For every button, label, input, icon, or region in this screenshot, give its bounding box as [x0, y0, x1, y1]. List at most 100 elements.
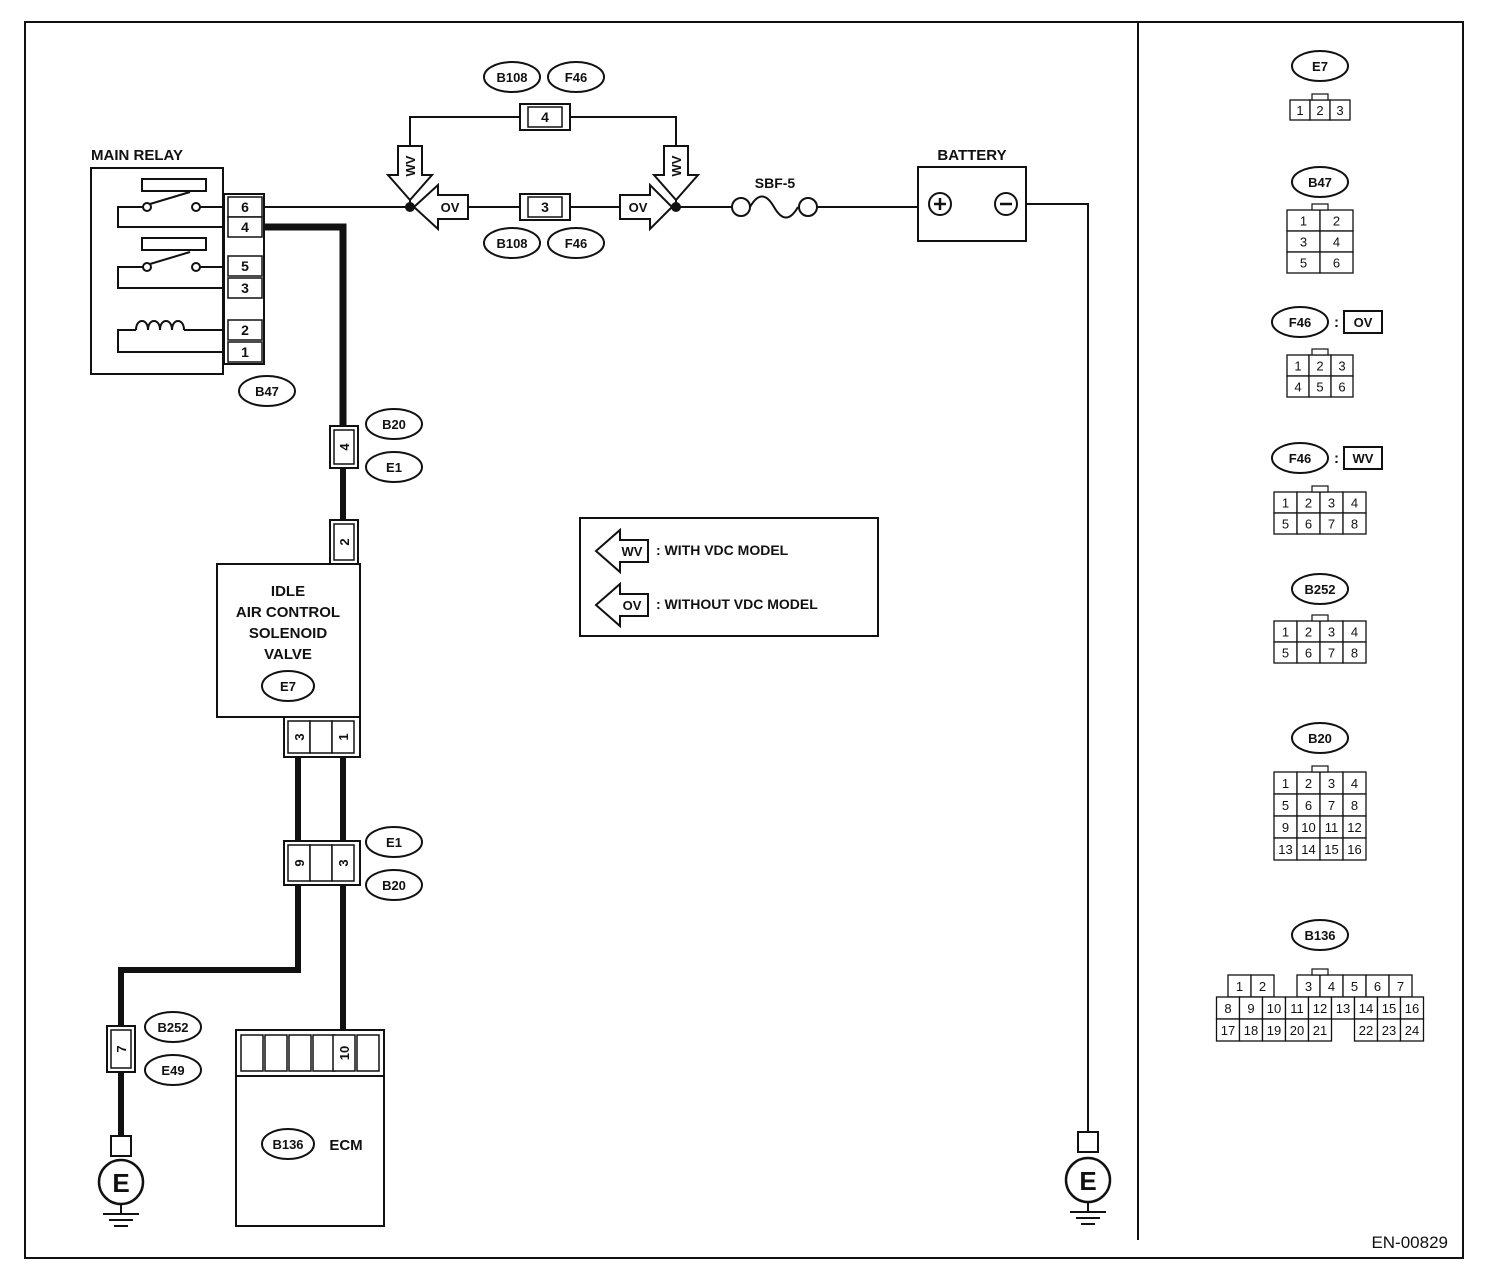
svg-text:3: 3	[541, 199, 549, 215]
connector-pin: 2	[1333, 214, 1340, 229]
connector-pin: 3	[1328, 776, 1335, 791]
iacv-connector: E7	[280, 679, 296, 694]
connector-pin: 21	[1313, 1023, 1327, 1038]
connector-pin: 5	[1282, 798, 1289, 813]
svg-text:B20: B20	[382, 878, 406, 893]
connector-pin: 3	[1336, 103, 1343, 118]
svg-text:E: E	[112, 1168, 129, 1198]
legend-tag: OV	[623, 598, 642, 613]
battery-title: BATTERY	[937, 147, 1006, 164]
connector-pin: 3	[1328, 496, 1335, 511]
connector-pin: 6	[1305, 798, 1312, 813]
connector-tag	[238, 375, 296, 407]
connector-pin: 3	[1338, 359, 1345, 374]
relay-pin: 3	[241, 280, 249, 296]
idle-air-control-solenoid-valve: 2 IDLE AIR CONTROL SOLENOID VALVE E7 3 1	[216, 519, 361, 758]
svg-text:9: 9	[292, 859, 307, 866]
svg-text:E1: E1	[386, 460, 402, 475]
svg-text:E: E	[1079, 1166, 1096, 1196]
main-relay-title: MAIN RELAY	[91, 147, 183, 164]
svg-text:WV: WV	[669, 155, 684, 176]
ecm-pin: 10	[337, 1046, 352, 1060]
junction-b108-f46-bottom: 3 B108 F46	[483, 193, 605, 259]
ecm-label: ECM	[329, 1137, 362, 1154]
connector-pin: 4	[1328, 979, 1335, 994]
connector-pin: 2	[1316, 359, 1323, 374]
fuse-top-pin: 4	[541, 109, 549, 125]
svg-text:F46: F46	[565, 236, 587, 251]
connector-pin: 8	[1224, 1001, 1231, 1016]
svg-text:2: 2	[337, 538, 352, 545]
relay-pin: 6	[241, 199, 249, 215]
connector-pin: 5	[1316, 380, 1323, 395]
connector-pin: 16	[1405, 1001, 1419, 1016]
fuse-sbf5: SBF-5	[731, 175, 818, 219]
connector-pin: 6	[1338, 380, 1345, 395]
connector-pin: 13	[1278, 842, 1292, 857]
connector-pin: 4	[1294, 380, 1301, 395]
ground-right: E	[1064, 1131, 1112, 1225]
colon: :	[1334, 450, 1339, 467]
ov-flag-left: OV	[412, 182, 469, 232]
legend-text: : WITHOUT VDC MODEL	[656, 596, 818, 612]
connector-pin: 10	[1267, 1001, 1281, 1016]
main-relay: MAIN RELAY 6 4 5 3 2	[90, 147, 296, 407]
connector-pin: 5	[1282, 646, 1289, 661]
legend-tag: WV	[622, 544, 643, 559]
ground-left: E	[97, 1135, 145, 1227]
svg-text:1: 1	[336, 733, 351, 740]
relay-pin: 5	[241, 258, 249, 274]
connector-pin: 2	[1305, 625, 1312, 640]
connector-pin: 4	[1351, 625, 1358, 640]
connector-pin: 8	[1351, 517, 1358, 532]
connector-pin: 7	[1328, 798, 1335, 813]
main-relay-pins: 6 4 5 3 2 1	[223, 193, 265, 365]
connector-pin: 1	[1282, 776, 1289, 791]
connector-pin: 6	[1305, 517, 1312, 532]
junction-b108-f46-top: B108 F46 4	[483, 61, 605, 131]
connector-pin: 7	[1397, 979, 1404, 994]
connector-view-variant: WV	[1353, 451, 1374, 466]
svg-text:VALVE: VALVE	[264, 646, 312, 663]
connector-view-name: B136	[1304, 928, 1335, 943]
connector-pin: 5	[1300, 256, 1307, 271]
connector-pin: 1	[1296, 103, 1303, 118]
connector-pin: 3	[1300, 235, 1307, 250]
connector-pin: 1	[1282, 625, 1289, 640]
svg-text:B20: B20	[382, 417, 406, 432]
connector-pin: 3	[1305, 979, 1312, 994]
legend-text: : WITH VDC MODEL	[656, 542, 789, 558]
connector-view-variant: OV	[1354, 315, 1373, 330]
connector-pin: 20	[1290, 1023, 1304, 1038]
connector-pin: 19	[1267, 1023, 1281, 1038]
connector-view-name: E7	[1312, 59, 1328, 74]
connector-view-name: B252	[1304, 582, 1335, 597]
svg-text:7: 7	[114, 1045, 129, 1052]
svg-text:E1: E1	[386, 835, 402, 850]
connector-pin: 7	[1328, 646, 1335, 661]
splice-node	[671, 202, 681, 212]
svg-text:B252: B252	[157, 1020, 188, 1035]
connector-pin: 18	[1244, 1023, 1258, 1038]
connector-pin: 4	[1333, 235, 1340, 250]
connector-pin: 15	[1324, 842, 1338, 857]
connector-view-name: B20	[1308, 731, 1332, 746]
svg-text:3: 3	[292, 733, 307, 740]
diagram-frame	[24, 21, 1464, 1259]
thin-wires	[264, 116, 1089, 1132]
connector-pin: 8	[1351, 798, 1358, 813]
connector-pin: 2	[1316, 103, 1323, 118]
wv-flag-left: WV	[385, 145, 435, 202]
connector-pin: 2	[1259, 979, 1266, 994]
ecm-connector: B136	[272, 1137, 303, 1152]
connector-pin: 24	[1405, 1023, 1419, 1038]
junction-b252-e49: 7 B252 E49	[106, 1011, 202, 1086]
svg-text:AIR CONTROL: AIR CONTROL	[236, 604, 340, 621]
